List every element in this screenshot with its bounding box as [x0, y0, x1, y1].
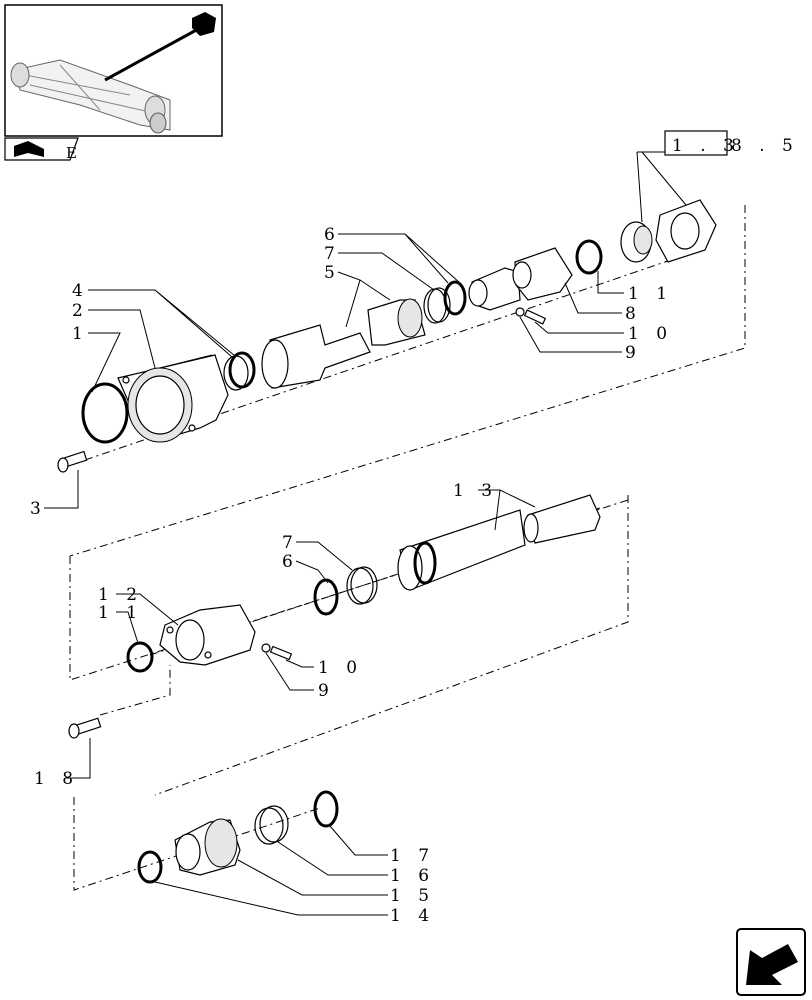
callout-2: 2	[72, 301, 89, 321]
callout-7b: 7	[282, 533, 299, 553]
callout-13: 1 3	[453, 481, 498, 501]
pin-part-9a	[515, 307, 525, 317]
bolt-part-18	[68, 717, 102, 739]
callout-9a: 9	[625, 343, 642, 363]
snap-ring-part-7b	[346, 566, 378, 605]
callout-11a: 1 1	[628, 284, 673, 304]
flange-part-ref	[655, 199, 717, 263]
gear-part-ref	[620, 221, 653, 263]
axle-thumbnail-icon[interactable]	[4, 4, 223, 137]
pin-part-9b	[261, 643, 271, 653]
callout-3: 3	[30, 499, 47, 519]
callout-10a: 1 0	[628, 324, 673, 344]
snap-ring-part-4	[223, 351, 256, 391]
housing-part-2	[117, 354, 229, 443]
shaft-part-5	[261, 298, 426, 389]
leader-lines	[44, 233, 624, 916]
callout-7a: 7	[324, 244, 341, 264]
callout-17: 1 7	[390, 846, 435, 866]
callout-8: 8	[625, 304, 642, 324]
axis-lower	[73, 797, 321, 891]
reference-suffix-text: 8 . 5	[731, 136, 799, 156]
callout-14: 1 4	[390, 906, 435, 926]
book-arrow-icon[interactable]: E	[4, 137, 79, 162]
seal-part-15	[174, 818, 241, 876]
spring-pin-part-10a	[523, 309, 547, 325]
o-ring-part-14	[137, 850, 163, 884]
callout-9b: 9	[318, 681, 335, 701]
o-ring-part-11a	[575, 239, 603, 275]
callout-4: 4	[72, 281, 89, 301]
bolt-link-18	[99, 665, 171, 716]
o-ring-part-1	[81, 382, 129, 444]
callout-16: 1 6	[390, 866, 435, 886]
group-outline-1	[69, 205, 746, 681]
callout-12: 1 2	[98, 585, 143, 605]
bolt-part-3	[57, 450, 88, 473]
callout-10b: 1 0	[318, 658, 363, 678]
callout-6b: 6	[282, 552, 299, 572]
reference-box[interactable]: 1 . 3 8 . 5	[664, 130, 799, 156]
o-ring-part-6a	[443, 280, 467, 316]
housing-part-12	[159, 604, 256, 666]
group-outline-2	[154, 495, 629, 796]
callout-11b: 1 1	[98, 603, 143, 623]
snap-ring-part-16	[254, 805, 289, 845]
spring-pin-part-10b	[269, 645, 293, 661]
o-ring-part-17	[313, 790, 339, 828]
callout-6a: 6	[324, 225, 341, 245]
bushing-part-8	[468, 247, 573, 311]
tube-part-13	[397, 494, 601, 591]
next-page-arrow-icon[interactable]	[736, 928, 806, 996]
reference-boxed-text: 1 . 3	[672, 136, 740, 156]
callout-labels: 4 2 1 3 6 7 5 1 1 8 1 0 9 1 3 7 6 1 2 1 …	[30, 225, 673, 926]
snap-ring-part-7a	[423, 287, 451, 324]
o-ring-part-11b	[126, 641, 154, 673]
callout-1: 1	[72, 324, 89, 344]
thumbnail-corner-glyph: E	[66, 144, 77, 162]
callout-5: 5	[324, 263, 341, 283]
callout-15: 1 5	[390, 886, 435, 906]
callout-18: 1 8	[34, 769, 79, 789]
